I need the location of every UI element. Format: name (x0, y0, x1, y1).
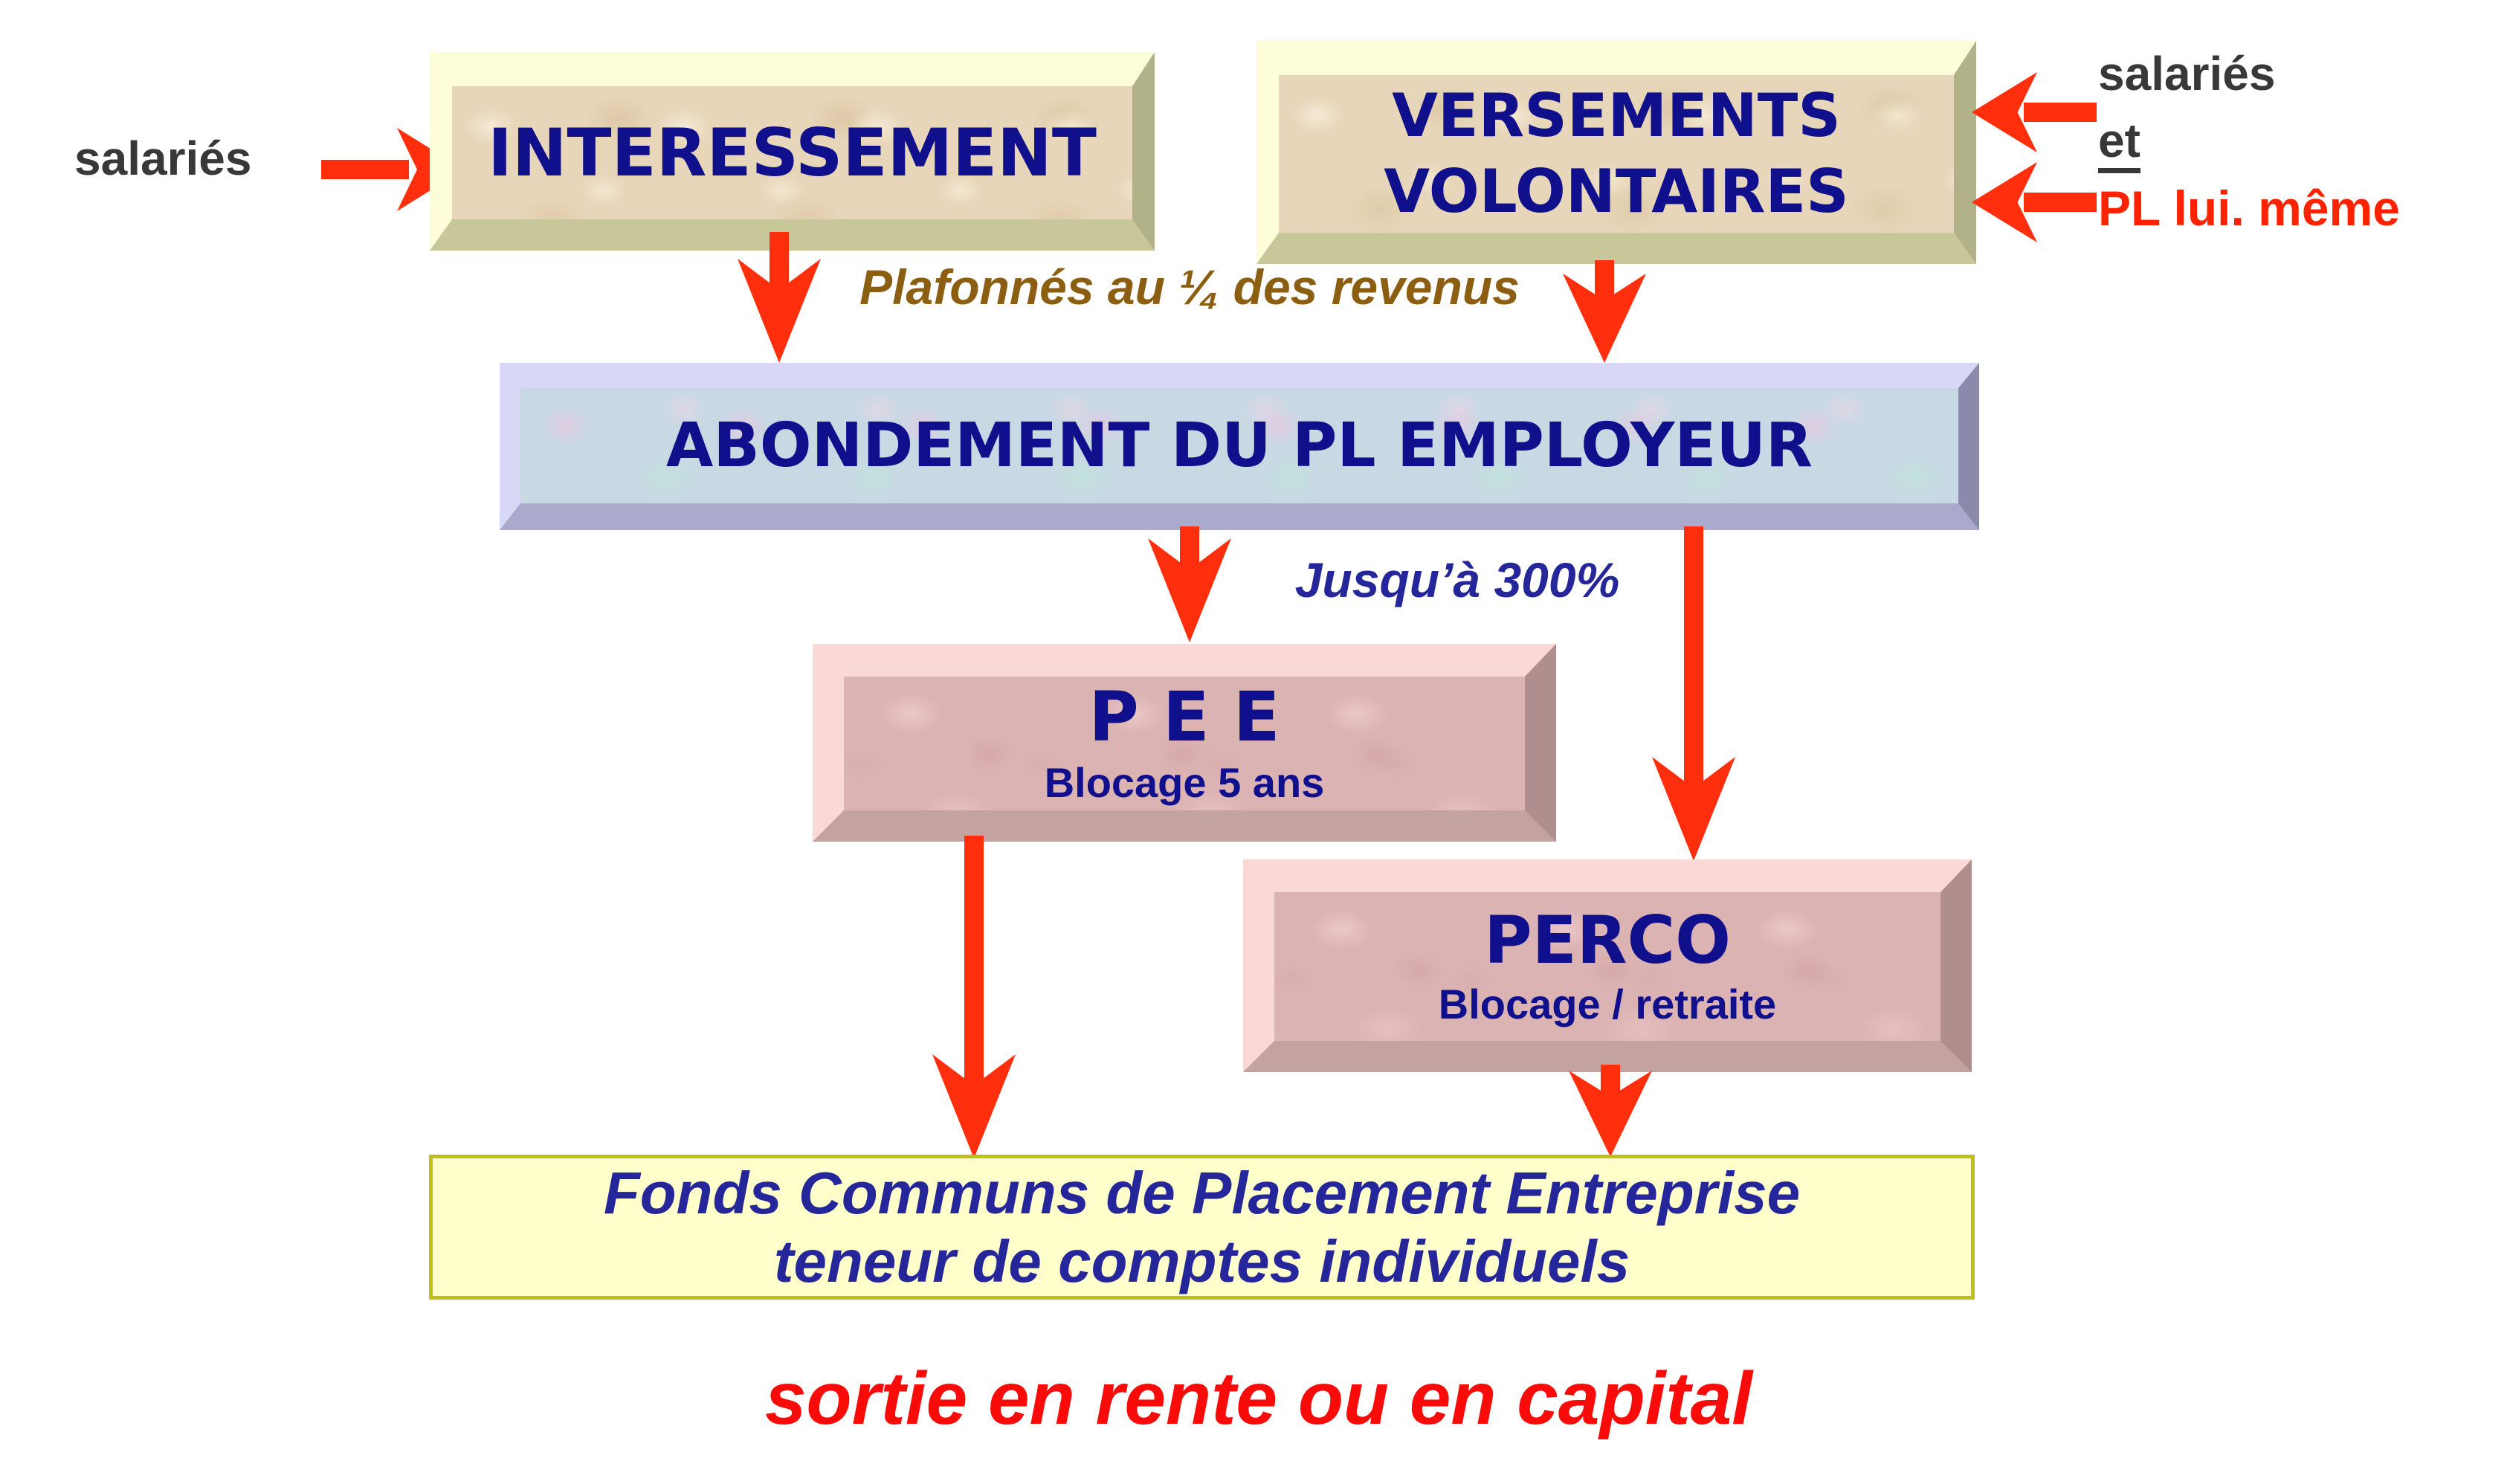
perco-title: PERCO (1484, 902, 1731, 978)
arrow-shaft (321, 160, 409, 179)
arrow-pee-to-fcpe (932, 836, 1016, 1158)
arrow-shaft (964, 836, 984, 1094)
versements-title-line2: VOLONTAIRES (1384, 157, 1849, 226)
abondement-box: ABONDEMENT DU PL EMPLOYEUR (500, 363, 1979, 530)
arrow-perco-to-fcpe (1569, 1065, 1652, 1157)
arrow-shaft (2024, 193, 2097, 212)
interessement-title: INTERESSEMENT (488, 114, 1097, 191)
versements-title-line1: VERSEMENTS (1392, 81, 1841, 150)
versements-volontaires-box: VERSEMENTS VOLONTAIRES (1256, 41, 1976, 264)
annotation-plafond: Plafonnés au ¼ des revenus (859, 259, 1520, 314)
pee-box: P E E Blocage 5 ans (813, 644, 1556, 842)
annotation-abondement-max: Jusqu’à 300% (1294, 552, 1620, 607)
interessement-box: INTERESSEMENT (430, 52, 1155, 251)
perco-subtitle: Blocage / retraite (1438, 981, 1777, 1027)
arrow-abondement-to-pee (1148, 526, 1231, 642)
fcpe-box: Fonds Communs de Placement Entreprise te… (429, 1155, 1975, 1300)
label-et: et (2098, 115, 2140, 174)
label-salaries-left: salariés (74, 132, 252, 185)
arrow-interessement-to-abondement (738, 232, 821, 363)
arrow-pl-to-versements (1972, 162, 2097, 242)
annotation-sortie: sortie en rente ou en capital (764, 1357, 1753, 1440)
label-pl-lui-meme: PL lui. même (2098, 181, 2400, 236)
arrow-salaries-to-versements (1972, 72, 2097, 152)
fcpe-line1: Fonds Communs de Placement Entreprise (603, 1159, 1801, 1226)
arrow-shaft (1595, 260, 1614, 301)
arrow-abondement-to-perco (1652, 526, 1735, 861)
arrow-versements-to-abondement (1563, 260, 1646, 363)
label-et-text: et (2098, 115, 2140, 174)
perco-box: PERCO Blocage / retraite (1243, 859, 1972, 1072)
arrow-shaft (1684, 526, 1703, 794)
pee-title: P E E (1088, 677, 1280, 757)
arrow-shaft (2024, 103, 2097, 122)
fcpe-line2: teneur de comptes individuels (773, 1227, 1630, 1294)
label-salaries-right: salariés (2098, 47, 2276, 100)
abondement-title: ABONDEMENT DU PL EMPLOYEUR (665, 410, 1813, 481)
pee-subtitle: Blocage 5 ans (1044, 759, 1325, 806)
